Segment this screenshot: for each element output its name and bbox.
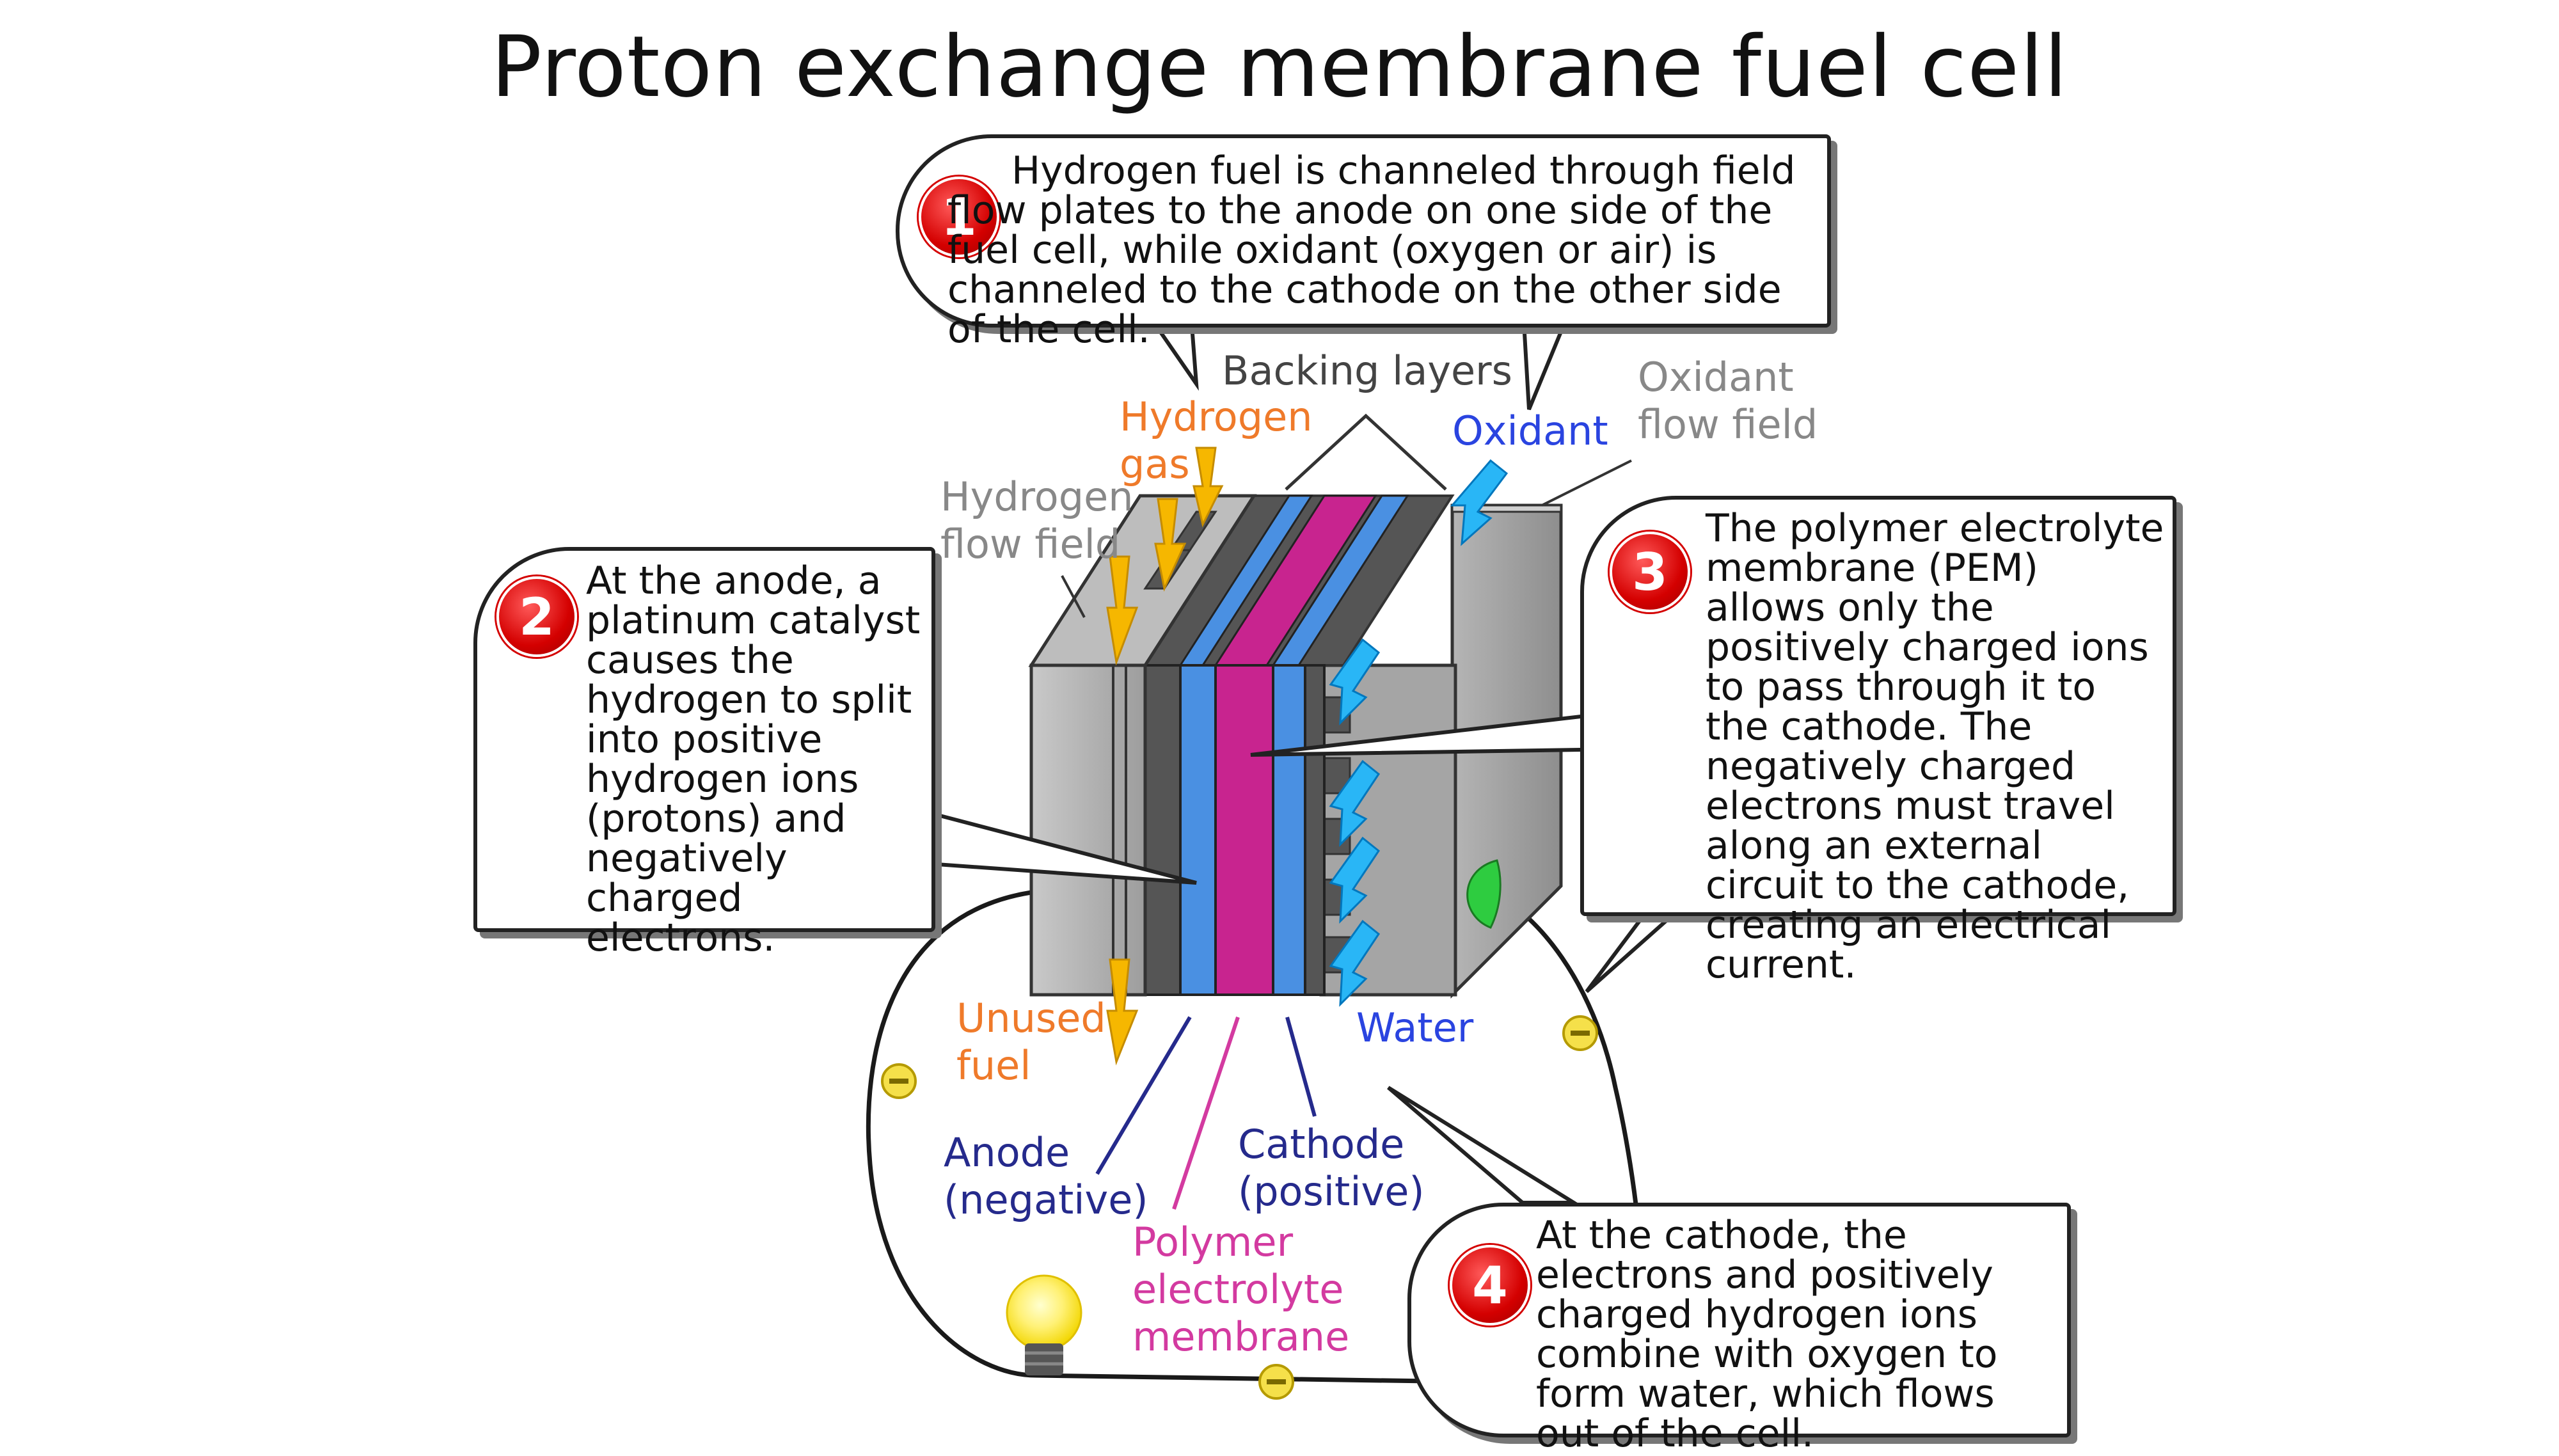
electron-marker — [881, 1063, 917, 1099]
step-1-badge: 1 — [919, 177, 999, 257]
oxidant-inflow-arrow — [1450, 459, 1509, 546]
oxidant-label: Oxidant — [1452, 408, 1608, 454]
cathode-backing-layer — [1304, 664, 1326, 996]
electron-marker — [1258, 1364, 1294, 1400]
unused-fuel-arrow — [1106, 958, 1139, 1066]
callout-1-text: Hydrogen fuel is channeled through field… — [947, 148, 1796, 352]
backing-layers-label: Backing layers — [1222, 347, 1512, 394]
callout-4: 4 At the cathode, the electrons and posi… — [1407, 1203, 2071, 1453]
oxidant-flow-field-label: Oxidant flow field — [1638, 354, 1818, 448]
cathode-label: Cathode (positive) — [1238, 1121, 1425, 1215]
membrane-leader-line — [1172, 1017, 1240, 1210]
anode-end-plate-front — [1029, 663, 1147, 997]
light-bulb-icon — [1006, 1274, 1082, 1375]
step-4-badge: 4 — [1450, 1245, 1530, 1325]
external-circuit-wire — [866, 890, 1645, 1384]
unused-fuel-label: Unused fuel — [956, 995, 1106, 1089]
anode-backing-layer — [1144, 664, 1182, 996]
water-label: Water — [1356, 1004, 1474, 1051]
membrane-label: Polymer electrolyte membrane — [1132, 1219, 1350, 1360]
cathode-leader-line — [1285, 1017, 1317, 1117]
water-outflow-arrows — [1329, 638, 1381, 1007]
hydrogen-inflow-arrow — [1106, 447, 1224, 666]
anode-leader-line — [1095, 1016, 1192, 1175]
hydrogen-gas-label: Hydrogen gas — [1120, 393, 1313, 487]
callout-1: 1 Hydrogen fuel is channeled through fie… — [896, 134, 1831, 349]
callout-3-text: The polymer electrolyte membrane (PEM) a… — [1706, 506, 2164, 987]
callout-2: 2 At the anode, a platinum catalyst caus… — [473, 547, 935, 958]
cathode-electrode — [1272, 664, 1306, 996]
hydrogen-flow-field-label: Hydrogen flow field — [940, 473, 1134, 567]
step-3-badge: 3 — [1610, 532, 1690, 612]
anode-electrode — [1179, 664, 1217, 996]
step-2-badge: 2 — [496, 576, 577, 657]
hydrogen-flow-field-leader — [1061, 575, 1086, 618]
callout-2-text: At the anode, a platinum catalyst causes… — [586, 558, 921, 960]
polymer-electrolyte-membrane — [1214, 664, 1274, 996]
cathode-terminal — [1466, 859, 1501, 929]
oxidant-flow-field-leader — [1541, 459, 1632, 507]
electron-marker — [1562, 1015, 1598, 1051]
callout-4-text: At the cathode, the electrons and positi… — [1536, 1213, 1998, 1456]
backing-layers-pointer — [1285, 413, 1447, 491]
anode-label: Anode (negative) — [944, 1129, 1148, 1223]
diagram-title: Proton exchange membrane fuel cell — [491, 18, 2068, 116]
callout-3: 3 The polymer electrolyte membrane (PEM)… — [1580, 496, 2176, 985]
